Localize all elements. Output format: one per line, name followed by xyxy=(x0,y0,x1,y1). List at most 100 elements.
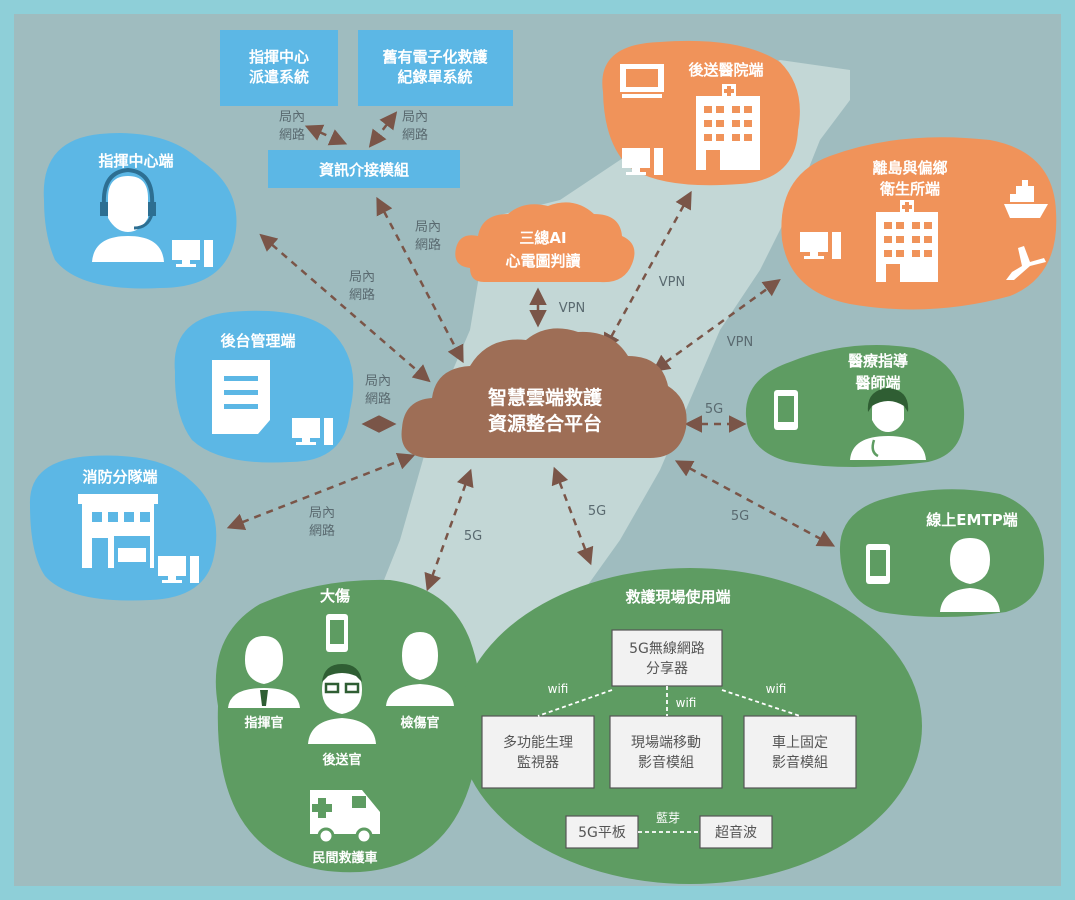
label-5g-emtp: 5G xyxy=(731,509,749,524)
router-line1: 5G無線網路 xyxy=(629,641,705,657)
island-clinic-node: 離島與偏鄉 衛生所端 xyxy=(781,137,1057,310)
dispatch-line1: 指揮中心 xyxy=(249,48,309,66)
label-5g-scene: 5G xyxy=(588,504,606,519)
label-lan-command-2: 網路 xyxy=(349,287,375,303)
document-icon xyxy=(212,360,270,434)
transport-officer-icon xyxy=(308,664,376,744)
command-center-node: 指揮中心端 xyxy=(43,133,237,289)
wifi-label-left: wifi xyxy=(548,682,569,696)
fixed-av-line1: 車上固定 xyxy=(772,734,828,751)
desktop-computer-icon xyxy=(158,556,199,583)
command-center-label: 指揮中心端 xyxy=(98,152,173,170)
smartphone-icon xyxy=(866,544,890,584)
doctor-line2: 醫師端 xyxy=(855,374,900,392)
ai-cloud-line2: 心電圖判讀 xyxy=(505,252,580,270)
label-lan-fire-2: 網路 xyxy=(309,523,335,539)
legacy-record-box: 舊有電子化救護 紀錄單系統 xyxy=(358,30,513,106)
smartphone-icon xyxy=(774,390,798,430)
connection-arrows xyxy=(226,111,836,592)
label-5g-doctor: 5G xyxy=(705,402,723,417)
smartphone-icon xyxy=(326,614,348,652)
commander-label: 指揮官 xyxy=(244,715,283,731)
fire-station-building-icon xyxy=(78,494,158,568)
arrow-scene xyxy=(551,466,594,566)
label-lan-interface: 局內 xyxy=(415,220,441,235)
router-line2: 分享器 xyxy=(646,660,688,677)
router-box xyxy=(611,629,723,687)
mass-casualty-node: 大傷 指揮官 檢傷官 後送官 xyxy=(215,579,482,873)
wifi-label-right: wifi xyxy=(766,682,787,696)
central-platform-cloud: 智慧雲端救護 資源整合平台 xyxy=(401,328,687,458)
backend-label: 後台管理端 xyxy=(219,332,295,350)
backend-node: 後台管理端 xyxy=(174,310,354,463)
monitor-icon xyxy=(620,64,664,98)
airplane-icon xyxy=(1006,246,1046,280)
label-lan-fire: 局內 xyxy=(309,506,335,521)
hospital-building-icon xyxy=(696,84,760,170)
triage-person-icon xyxy=(386,632,454,706)
desktop-computer-icon xyxy=(622,148,663,175)
arrow-interface-module xyxy=(376,196,464,364)
ai-ecg-cloud: 三總AI 心電圖判讀 xyxy=(455,202,635,283)
island-clinic-line2: 衛生所端 xyxy=(879,180,940,198)
legacy-line1: 舊有電子化救護 xyxy=(382,48,488,66)
label-lan-backend: 局內 xyxy=(365,374,391,389)
central-line2: 資源整合平台 xyxy=(488,412,602,435)
arrow-emtp xyxy=(674,460,836,547)
operator-headset-icon xyxy=(92,167,164,262)
ultrasound-label: 超音波 xyxy=(715,824,757,841)
desktop-computer-icon xyxy=(292,418,333,445)
doctor-node: 醫療指導 醫師端 xyxy=(745,345,965,467)
wifi-label-center: wifi xyxy=(676,696,697,710)
monitor-box xyxy=(481,715,595,789)
label-vpn-ai: VPN xyxy=(559,301,585,316)
mobile-av-box xyxy=(609,715,723,789)
legacy-line2: 紀錄單系統 xyxy=(397,68,472,86)
emtp-node: 線上EMTP端 xyxy=(839,489,1045,617)
rescue-scene-node: 救護現場使用端 5G無線網路 分享器 多功能生理 監視器 現場端移動 影音模組 … xyxy=(458,568,922,884)
label-5g-mass: 5G xyxy=(464,529,482,544)
link-labels: 局內 網路 局內 網路 局內 網路 局內 網路 局內 網路 局內 網路 VPN … xyxy=(279,110,753,544)
bluetooth-label: 藍芽 xyxy=(656,811,680,825)
ultrasound-box xyxy=(699,815,773,849)
triage-label: 檢傷官 xyxy=(400,715,439,731)
mobile-av-line2: 影音模組 xyxy=(638,754,694,771)
doctor-icon xyxy=(850,388,926,460)
monitor-line2: 監視器 xyxy=(517,754,559,771)
arrow-hospital xyxy=(603,190,692,352)
hospital-label: 後送醫院端 xyxy=(687,61,763,79)
hospital-node: 後送醫院端 xyxy=(602,40,800,186)
doctor-line1: 醫療指導 xyxy=(848,352,908,370)
fixed-av-box xyxy=(743,715,857,789)
arrow-fire-station xyxy=(226,452,416,531)
arrow-legacy-to-interface xyxy=(368,111,398,148)
fire-station-label: 消防分隊端 xyxy=(82,468,157,486)
dispatch-line2: 派遣系統 xyxy=(249,68,309,86)
scene-title: 救護現場使用端 xyxy=(625,588,730,606)
monitor-line1: 多功能生理 xyxy=(503,734,573,751)
interface-module-box: 資訊介接模組 xyxy=(268,150,460,188)
desktop-computer-icon xyxy=(800,232,841,259)
label-vpn-island: VPN xyxy=(727,335,753,350)
commander-person-icon xyxy=(228,636,300,708)
ambulance-icon xyxy=(310,790,380,845)
central-line1: 智慧雲端救護 xyxy=(488,386,603,409)
clinic-building-icon xyxy=(876,200,938,282)
label-lan-dispatch-2: 網路 xyxy=(279,127,305,143)
label-lan-command: 局內 xyxy=(349,270,375,285)
label-lan-backend-2: 網路 xyxy=(365,391,391,407)
fire-station-node: 消防分隊端 xyxy=(29,455,217,601)
interface-label: 資訊介接模組 xyxy=(319,161,409,179)
transport-officer-label: 後送官 xyxy=(322,752,361,768)
mass-casualty-title: 大傷 xyxy=(320,587,350,605)
label-lan-dispatch: 局內 xyxy=(279,110,305,125)
label-lan-interface-2: 網路 xyxy=(415,237,441,253)
island-clinic-line1: 離島與偏鄉 xyxy=(872,159,947,177)
person-icon xyxy=(940,538,1000,612)
tablet-label: 5G平板 xyxy=(578,825,626,841)
wifi-link-monitor xyxy=(537,689,613,717)
fixed-av-line2: 影音模組 xyxy=(772,754,828,771)
emtp-label: 線上EMTP端 xyxy=(926,511,1017,529)
label-vpn-hospital: VPN xyxy=(659,275,685,290)
